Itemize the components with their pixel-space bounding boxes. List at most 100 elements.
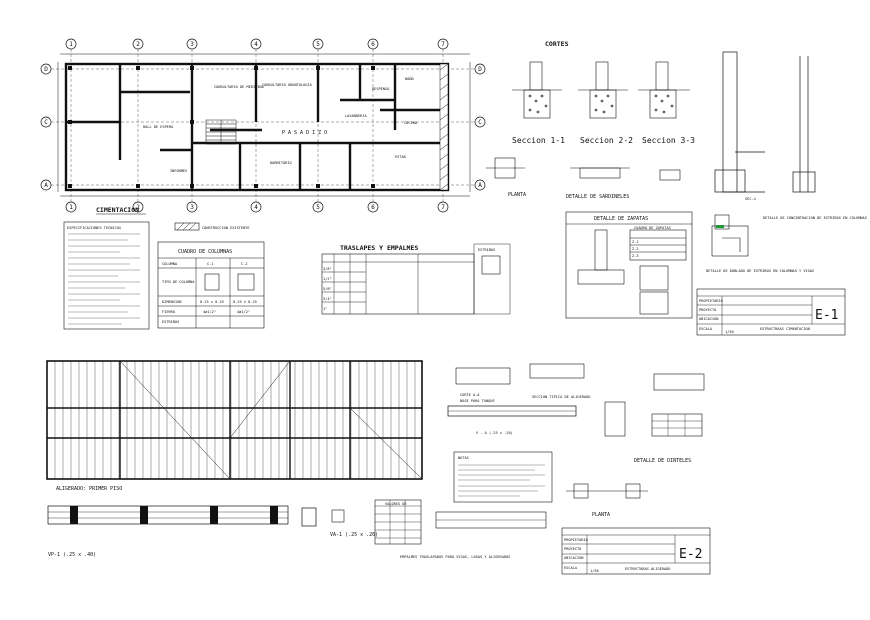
tb1-label-owner: PROPIETARIO (699, 299, 723, 303)
room-label-dormitorio: DORMITORIO (270, 161, 292, 165)
column-c2-section (237, 273, 255, 291)
axis-label-bottom-5: 5 (316, 204, 320, 211)
footing-z2: Z-2 (632, 247, 639, 251)
column-c1-section (204, 273, 220, 291)
columns-header-2: C-2 (241, 262, 248, 266)
room-label-lavanderia: LAVANDERIA (345, 114, 367, 118)
axis-label-right-A: A (478, 182, 482, 189)
axis-label-bottom-1: 1 (69, 204, 73, 211)
splice-diam-3: 3/4" (323, 297, 332, 301)
corte-aa-label: CORTE A-A (460, 393, 480, 397)
concentration-title: DETALLE DE CONCENTRACION DE ESTRIBOS EN … (763, 216, 867, 220)
splices-table: TRASLAPES Y EMPALMES 3/8" 1/2" 5/8" 3/4"… (321, 243, 511, 315)
stair (205, 119, 237, 145)
section-1-label: Seccion 1-1 (512, 136, 565, 145)
slab-plan-title: ALIGERADO: PRIMER PISO (56, 486, 122, 492)
axis-label-top-7: 7 (441, 41, 445, 48)
room-label-despensa: DESPENSA (372, 87, 390, 91)
tb2-label-scale: ESCALA (564, 566, 578, 570)
slab-section-label: SECCION TIPICA DE ALIGERADO (532, 395, 590, 399)
title-block-e2: PROPIETARIO PROYECTO UBICACION ESCALA 1/… (561, 527, 711, 575)
columns-row-dim: DIMENSION (162, 300, 181, 304)
plan-title: CIMENTACION (96, 206, 139, 214)
axis-label-bottom-7: 7 (441, 204, 445, 211)
planta-small-label: PLANTA (592, 512, 610, 518)
lintel-title: DETALLE DE DINTELES (634, 458, 691, 464)
tb2-label-owner: PROPIETARIO (564, 538, 588, 542)
footing-z3: Z-3 (632, 254, 639, 258)
columns-table-title: CUADRO DE COLUMNAS (178, 249, 232, 255)
tb2-scale-value: 1/50 (590, 569, 599, 573)
tb2-label-project: PROYECTO (564, 547, 581, 551)
tb1-sheet-code: E-1 (815, 308, 838, 323)
beam-va1: VA-1 (.25 x .20) (330, 509, 378, 538)
dimension-lines (57, 53, 471, 197)
notes-title: NOTAS (458, 456, 469, 460)
splice-diam-2: 5/8" (323, 287, 332, 291)
slab-joists (54, 361, 416, 479)
axis-label-bottom-4: 4 (254, 204, 258, 211)
cortes-group: CORTES Seccion 1-1 Seccion 2-2 Seccion 3… (486, 40, 816, 201)
axis-label-top-2: 2 (136, 41, 140, 48)
footings-detail: DETALLE DE ZAPATAS CUADRO DE ZAPATAS Z-1… (565, 211, 693, 319)
empalmes-title: EMPALMES TRASLAPADOS PARA VIGAS, LOSAS Y… (400, 555, 510, 559)
column-elevation-detail (714, 51, 816, 193)
slab-diagonals (119, 360, 423, 480)
section-drawings (512, 61, 690, 119)
tb1-label-project: PROYECTO (699, 308, 716, 312)
specs-title: ESPECIFICACIONES TECNICAS (67, 226, 121, 230)
tb1-description: ESTRUCTURAS CIMENTACION (760, 327, 810, 331)
axis-label-left-A: A (44, 182, 48, 189)
footings-subtitle: CUADRO DE ZAPATAS (634, 226, 671, 230)
section-3-label: Seccion 3-3 (642, 136, 695, 145)
columns-dim-c2: 0.25 x 0.25 (233, 300, 257, 304)
axis-label-top-1: 1 (69, 41, 73, 48)
columns (68, 66, 375, 188)
room-label-informes: INFORMES (170, 169, 187, 173)
room-label-bano: BAÑO (405, 76, 414, 81)
columns-header-0: COLUMNA (162, 262, 178, 266)
sardineles-label: DETALLE DE SARDINELES (566, 194, 629, 200)
axis-label-right-C: C (478, 119, 482, 126)
columns-row-estribos: ESTRIBOS (162, 320, 179, 324)
splice-diam-4: 1" (323, 307, 327, 311)
slab-beams (47, 361, 422, 479)
legend-existing-swatch (174, 222, 200, 231)
room-label-consultorio-odonto: CONSULTORIO ODONTOLOGIA (262, 83, 313, 87)
axis-label-left-D: D (44, 66, 48, 73)
splices-side-title: ESTRIBOS (478, 248, 495, 252)
columns-fierro-c2: 4ø1/2" (237, 310, 250, 314)
splice-diam-0: 3/8" (323, 267, 332, 271)
axis-label-top-5: 5 (316, 41, 320, 48)
room-label-cocina: COCINA (404, 121, 418, 125)
stirrup-concentration: DETALLE DE CONCENTRACION DE ESTRIBOS EN … (706, 214, 867, 273)
notes-box: NOTAS (453, 451, 553, 503)
columns-dim-c1: 0.15 x 0.25 (200, 300, 224, 304)
tank-base: CORTE A-A BASE PARA TANQUE SECCION TIPIC… (447, 363, 590, 435)
stirrup-sketch (481, 255, 501, 275)
planta-small: PLANTA (566, 483, 648, 518)
sec4-label: SEC-4 (745, 197, 756, 201)
tb2-label-location: UBICACION (564, 556, 583, 560)
axis-label-top-4: 4 (254, 41, 258, 48)
va-note: V - A (.25 x .20) (476, 431, 513, 435)
planta-detail (486, 157, 681, 181)
axis-label-bottom-6: 6 (371, 204, 375, 211)
slab-plan: ALIGERADO: PRIMER PISO (46, 360, 423, 492)
splices-title: TRASLAPES Y EMPALMES (340, 244, 418, 252)
tank-base-label: BASE PARA TANQUE (460, 399, 495, 403)
tb1-label-location: UBICACION (699, 317, 718, 321)
room-label-hall: HALL DE ESPERA (143, 125, 174, 129)
splice-diam-1: 1/2" (323, 277, 332, 281)
cortes-title: CORTES (545, 40, 569, 48)
tb1-scale-value: 1/50 (725, 330, 734, 334)
columns-fierro-c1: 4ø1/2" (203, 310, 216, 314)
vp1-label: VP-1 (.25 x .40) (48, 552, 96, 558)
green-marker (716, 225, 724, 228)
specifications-box: ESPECIFICACIONES TECNICAS (63, 221, 150, 330)
section-2-label: Seccion 2-2 (580, 136, 633, 145)
foundation-plan: 1 2 3 4 5 6 7 1 2 3 4 5 6 7 D C (40, 38, 486, 231)
legend-existing-label: CONSTRUCCION EXISTENTE (202, 226, 250, 230)
axis-label-bottom-2: 2 (136, 204, 140, 211)
